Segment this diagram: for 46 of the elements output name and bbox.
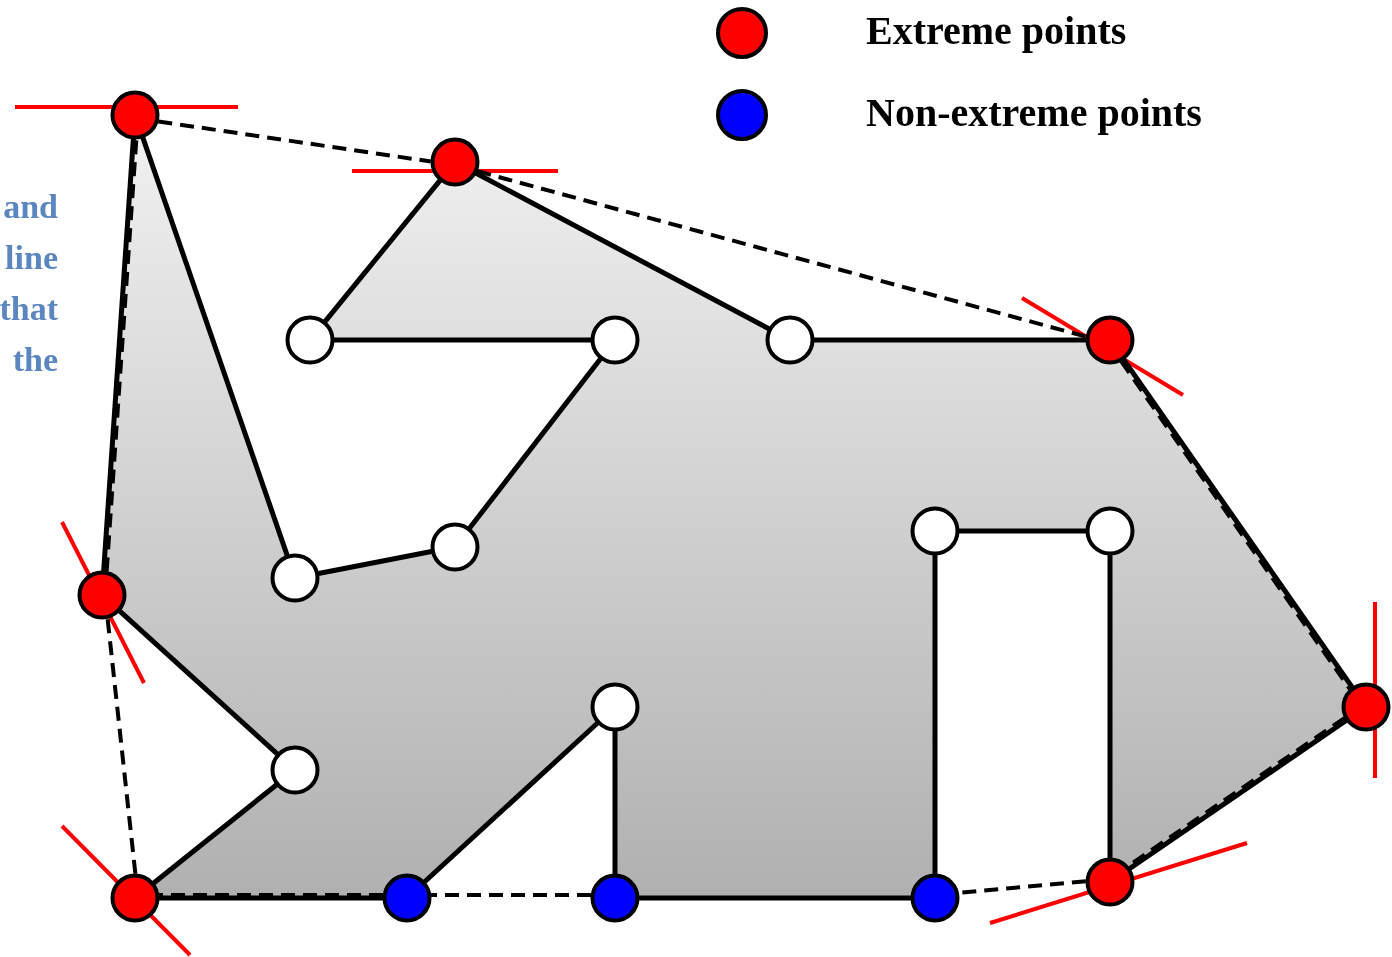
dashed-hull-line bbox=[431, 893, 591, 897]
vertex-point bbox=[270, 745, 320, 795]
note-text: line bbox=[5, 241, 58, 275]
vertex-point bbox=[910, 873, 960, 923]
dashed-hull-line bbox=[476, 169, 1087, 339]
polygon-edge bbox=[814, 337, 1086, 343]
note-text: and bbox=[3, 190, 58, 224]
vertex-point bbox=[77, 570, 127, 620]
polygon-edge bbox=[334, 337, 591, 343]
vertex-point bbox=[590, 315, 640, 365]
note-text: the bbox=[12, 343, 58, 377]
dashed-hull-line bbox=[158, 119, 432, 164]
vertex-point bbox=[110, 90, 160, 140]
polygon-edge bbox=[318, 549, 432, 576]
note-text: that bbox=[0, 292, 58, 326]
polygon-edge bbox=[932, 555, 938, 874]
vertex-point bbox=[1085, 315, 1135, 365]
legend-label: Extreme points bbox=[866, 11, 1127, 51]
vertex-point bbox=[270, 553, 320, 603]
polygon-edge bbox=[639, 895, 911, 901]
legend-label: Non-extreme points bbox=[866, 93, 1202, 133]
polygon-edge bbox=[140, 136, 290, 557]
vertex-point bbox=[1085, 506, 1135, 556]
vertex-point bbox=[382, 873, 432, 923]
polygon-edge bbox=[475, 171, 770, 331]
vertex-point bbox=[430, 137, 480, 187]
polygon-edge bbox=[959, 528, 1086, 534]
polygon-edge bbox=[612, 731, 618, 874]
vertex-point bbox=[1085, 857, 1135, 907]
vertex-point bbox=[590, 873, 640, 923]
vertex-point bbox=[765, 315, 815, 365]
dashed-hull-line bbox=[105, 618, 138, 875]
polygon-edge bbox=[159, 895, 383, 901]
polygon-edge bbox=[118, 609, 279, 756]
vertex-point bbox=[110, 873, 160, 923]
vertex-point bbox=[910, 506, 960, 556]
dashed-hull-line bbox=[159, 893, 383, 897]
polygon-edge bbox=[1107, 555, 1113, 858]
vertex-point bbox=[590, 682, 640, 732]
polygon-edge bbox=[423, 721, 599, 884]
vertex-point bbox=[430, 522, 480, 572]
vertex-point bbox=[1341, 682, 1391, 732]
polygon-edge bbox=[467, 357, 603, 530]
polygon-edge bbox=[323, 179, 442, 323]
polygon-edge bbox=[152, 783, 278, 885]
vertex-point bbox=[285, 315, 335, 365]
